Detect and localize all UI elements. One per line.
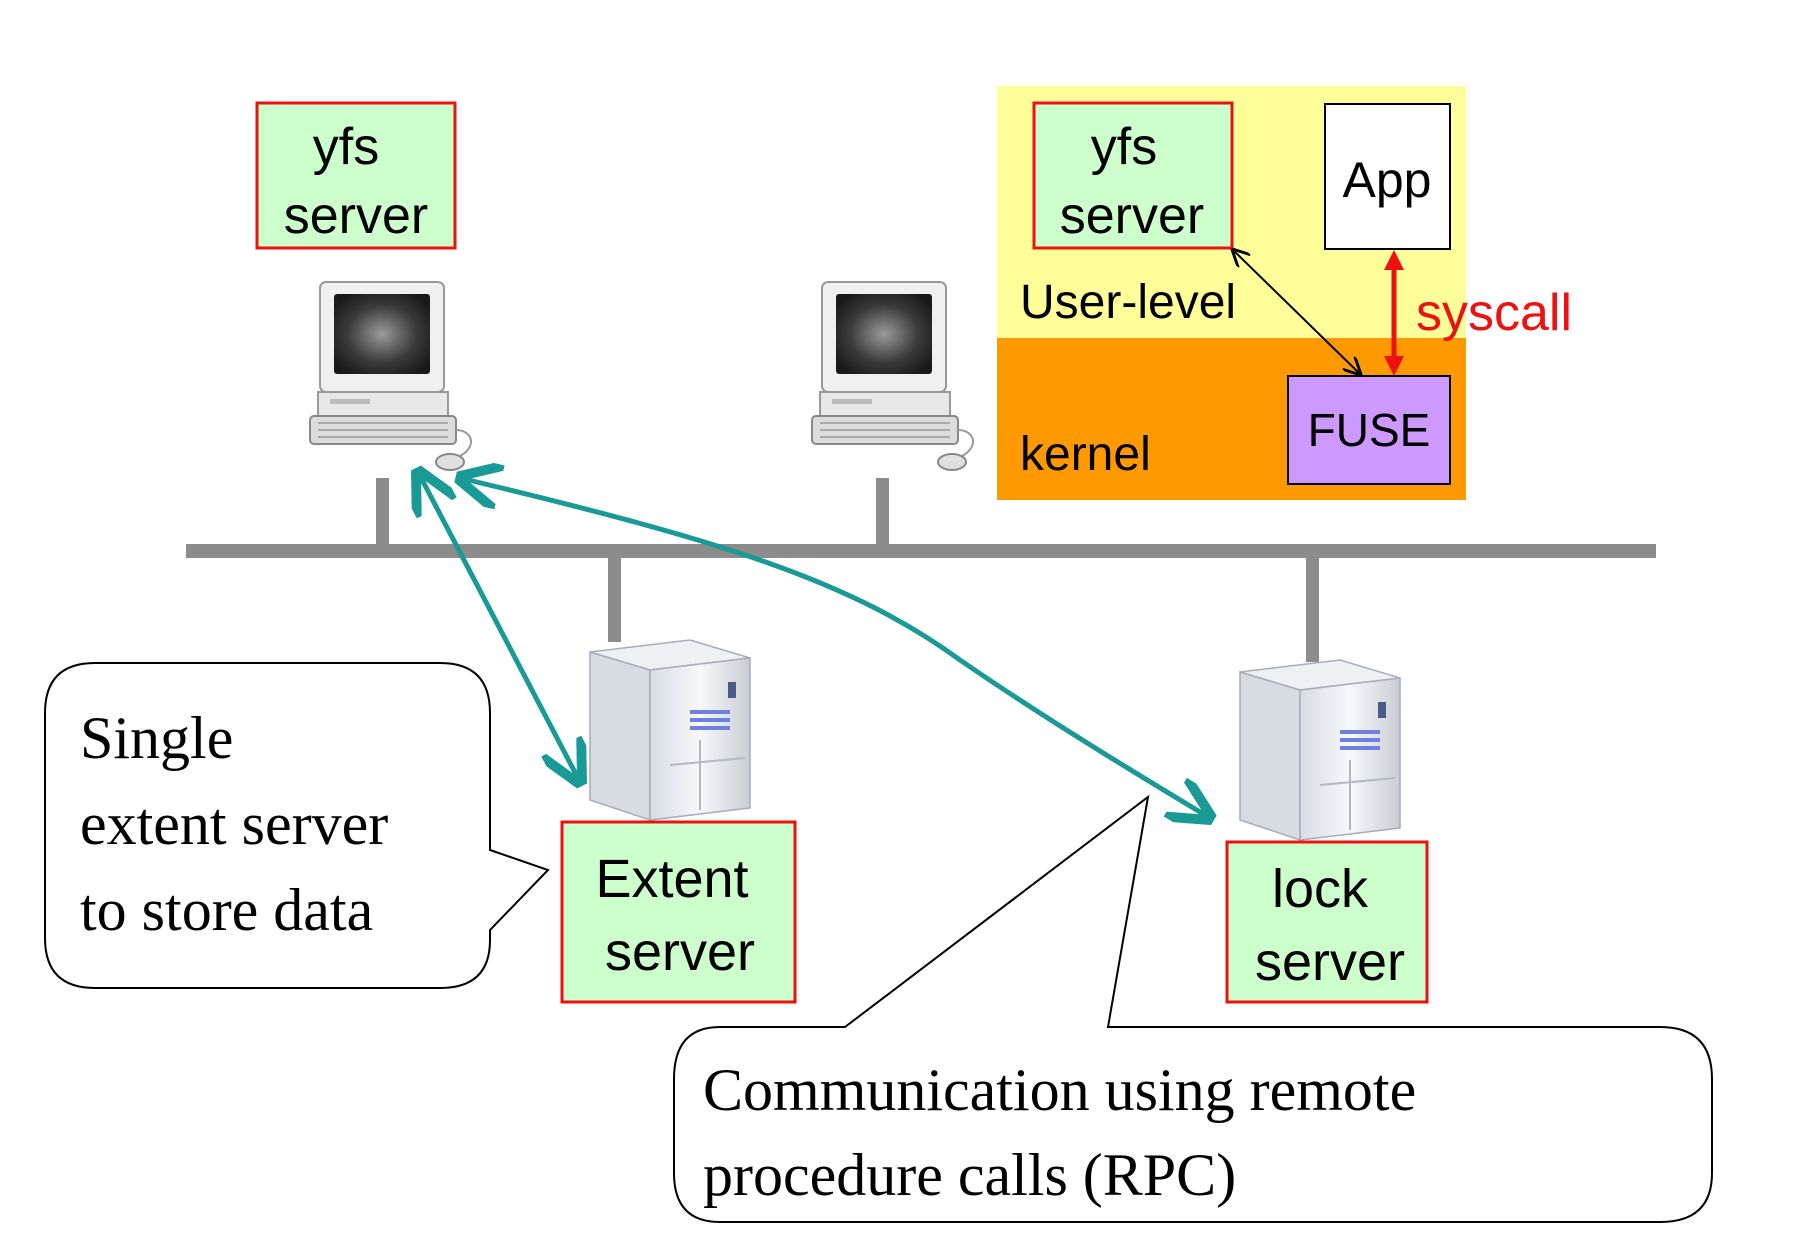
fuse-label: FUSE — [1308, 404, 1431, 456]
client-yfs-label-line2: server — [284, 187, 428, 245]
lock-server-tower-icon — [1239, 659, 1401, 842]
rpc-note-callout: Communication using remote procedure cal… — [673, 794, 1713, 1223]
extent-note-bubble — [44, 662, 550, 989]
client-yfs-server-label: yfs server — [255, 101, 457, 250]
client-computer-2-icon — [811, 281, 974, 471]
kernel-label: kernel — [1020, 428, 1151, 481]
lock-label-line2: server — [1255, 932, 1405, 992]
fuse-box — [1287, 375, 1451, 485]
rpc-note-line2: procedure calls (RPC) — [703, 1142, 1236, 1208]
network-drop-client1 — [376, 478, 389, 550]
lock-label-line1: lock — [1272, 859, 1369, 919]
app-label: App — [1343, 152, 1432, 208]
syscall-label: syscall — [1416, 284, 1572, 342]
extent-label-line1: Extent — [595, 849, 748, 909]
network-drop-client2 — [876, 478, 889, 550]
extent-note-callout: Single extent server to store data — [44, 662, 550, 989]
extent-note-line3: to store data — [80, 877, 373, 943]
rpc-note-line1: Communication using remote — [703, 1057, 1416, 1123]
lock-server-label: lock server — [1225, 840, 1429, 1004]
network-drop-extent — [608, 552, 621, 642]
user-level-label: User-level — [1020, 276, 1236, 329]
extent-server-tower-icon — [589, 639, 751, 822]
network-drop-lock — [1306, 552, 1319, 662]
client-detail-panel: yfs server App User-level FUSE kernel sy… — [997, 86, 1572, 500]
yfs-fuse-arrow — [1233, 250, 1360, 374]
detail-yfs-label-line2: server — [1060, 187, 1204, 245]
rpc-arrow-client-to-lock — [460, 478, 1210, 818]
rpc-note-bubble — [673, 794, 1713, 1223]
detail-yfs-label-line1: yfs — [1091, 118, 1157, 176]
rpc-arrows — [418, 472, 1210, 818]
extent-server-label: Extent server — [560, 820, 797, 1004]
client-computer-1-icon — [309, 281, 472, 471]
extent-label-line2: server — [605, 922, 755, 982]
client-yfs-label-line1: yfs — [313, 118, 379, 176]
extent-note-line1: Single — [80, 705, 233, 771]
network-bus — [186, 544, 1656, 558]
app-box — [1324, 103, 1451, 250]
extent-note-line2: extent server — [80, 791, 388, 857]
detail-yfs-server-box — [1032, 101, 1234, 250]
